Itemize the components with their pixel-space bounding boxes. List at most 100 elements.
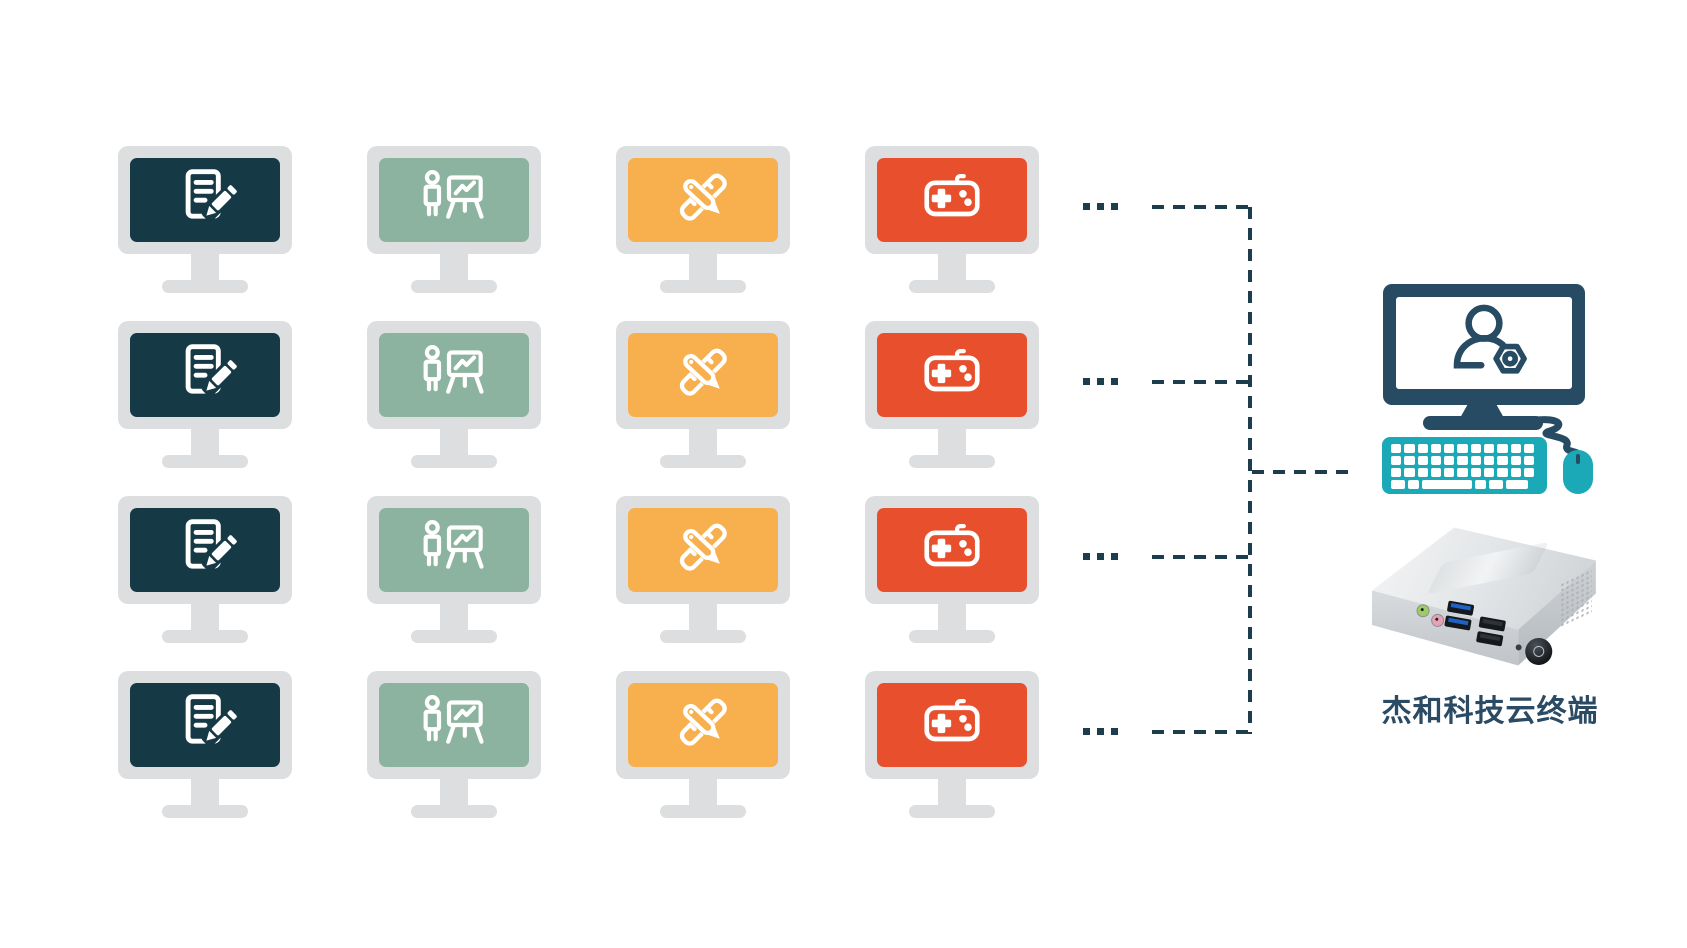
monitor-frame: [367, 321, 541, 429]
monitor-screen: [379, 508, 529, 592]
monitor-stand-base: [411, 280, 497, 293]
workstation-monitor-presentation-row4: [367, 671, 541, 819]
power-button: [1523, 635, 1555, 668]
monitor-frame: [865, 146, 1039, 254]
ellipsis-dots-row1: [1083, 203, 1118, 210]
workstation-monitor-office-row2: [118, 321, 292, 469]
monitor-screen: [877, 333, 1027, 417]
monitor-stand-neck: [191, 777, 219, 807]
workstation-monitor-office-row4: [118, 671, 292, 819]
presentation-chart-icon: [419, 695, 489, 755]
monitor-screen: [130, 158, 280, 242]
monitor-stand-neck: [440, 252, 468, 282]
workstation-monitor-presentation-row1: [367, 146, 541, 294]
cloud-terminal-device: [1372, 520, 1597, 670]
monitor-stand-base: [909, 630, 995, 643]
monitor-frame: [118, 146, 292, 254]
admin-monitor-stand-neck: [1460, 404, 1504, 418]
document-edit-icon: [173, 344, 240, 406]
monitor-stand-neck: [938, 602, 966, 632]
monitor-stand-base: [162, 805, 248, 818]
monitor-stand-neck: [689, 427, 717, 457]
gamepad-icon: [920, 697, 984, 754]
presentation-chart-icon: [419, 520, 489, 580]
monitor-frame: [118, 321, 292, 429]
mouse: [1563, 450, 1593, 494]
audio-out-jack: [1415, 603, 1431, 619]
monitor-stand-neck: [440, 777, 468, 807]
monitor-screen: [877, 508, 1027, 592]
workstation-monitor-gaming-row1: [865, 146, 1039, 294]
presentation-chart-icon: [419, 170, 489, 230]
monitor-stand-base: [660, 630, 746, 643]
mouse-wheel-icon: [1576, 454, 1580, 464]
ellipsis-dots-row3: [1083, 553, 1118, 560]
trunk-connector-line: [1248, 207, 1252, 734]
workstation-monitor-presentation-row2: [367, 321, 541, 469]
monitor-frame: [616, 671, 790, 779]
ruler-pencil-icon: [672, 344, 734, 407]
gamepad-icon: [920, 522, 984, 579]
monitor-screen: [877, 158, 1027, 242]
monitor-stand-base: [411, 805, 497, 818]
monitor-screen: [130, 508, 280, 592]
monitor-stand-neck: [689, 777, 717, 807]
workstation-monitor-office-row1: [118, 146, 292, 294]
monitor-stand-base: [660, 805, 746, 818]
row-connector-line-1: [1152, 205, 1252, 209]
monitor-stand-base: [909, 805, 995, 818]
monitor-screen: [379, 333, 529, 417]
monitor-stand-neck: [440, 602, 468, 632]
admin-branch-line: [1252, 470, 1353, 474]
monitor-stand-neck: [440, 427, 468, 457]
monitor-stand-neck: [938, 427, 966, 457]
keyboard: [1382, 437, 1547, 494]
workstation-monitor-design-row4: [616, 671, 790, 819]
workstation-monitor-gaming-row3: [865, 496, 1039, 644]
mic-in-jack: [1430, 612, 1446, 628]
user-settings-icon: [1437, 300, 1531, 387]
usb3-port: [1446, 600, 1475, 616]
monitor-screen: [379, 683, 529, 767]
ruler-pencil-icon: [672, 519, 734, 582]
monitor-frame: [865, 496, 1039, 604]
monitor-stand-neck: [191, 252, 219, 282]
presentation-chart-icon: [419, 345, 489, 405]
monitor-stand-neck: [191, 427, 219, 457]
monitor-screen: [628, 508, 778, 592]
monitor-stand-base: [660, 280, 746, 293]
workstation-monitor-design-row1: [616, 146, 790, 294]
keyboard-keys: [1391, 444, 1538, 489]
cloud-terminal-label: 杰和科技云终端: [1381, 695, 1599, 728]
monitor-stand-base: [162, 280, 248, 293]
admin-monitor-stand-base: [1423, 416, 1543, 430]
monitor-stand-neck: [938, 777, 966, 807]
monitor-stand-base: [162, 630, 248, 643]
ellipsis-dots-row2: [1083, 378, 1118, 385]
monitor-stand-neck: [689, 252, 717, 282]
workstation-monitor-gaming-row4: [865, 671, 1039, 819]
monitor-stand-neck: [191, 602, 219, 632]
row-connector-line-3: [1152, 555, 1252, 559]
monitor-frame: [367, 496, 541, 604]
usb3-port: [1444, 615, 1472, 631]
monitor-frame: [118, 496, 292, 604]
gamepad-icon: [920, 172, 984, 229]
usb2-port: [1478, 616, 1507, 632]
workstation-monitor-presentation-row3: [367, 496, 541, 644]
gamepad-icon: [920, 347, 984, 404]
ruler-pencil-icon: [672, 169, 734, 232]
row-connector-line-2: [1152, 380, 1252, 384]
monitor-stand-base: [660, 455, 746, 468]
monitor-frame: [865, 321, 1039, 429]
document-edit-icon: [173, 519, 240, 581]
monitor-frame: [367, 671, 541, 779]
monitor-screen: [379, 158, 529, 242]
monitor-stand-base: [909, 280, 995, 293]
monitor-stand-neck: [689, 602, 717, 632]
monitor-screen: [877, 683, 1027, 767]
monitor-screen: [130, 683, 280, 767]
monitor-screen: [130, 333, 280, 417]
monitor-screen: [628, 683, 778, 767]
